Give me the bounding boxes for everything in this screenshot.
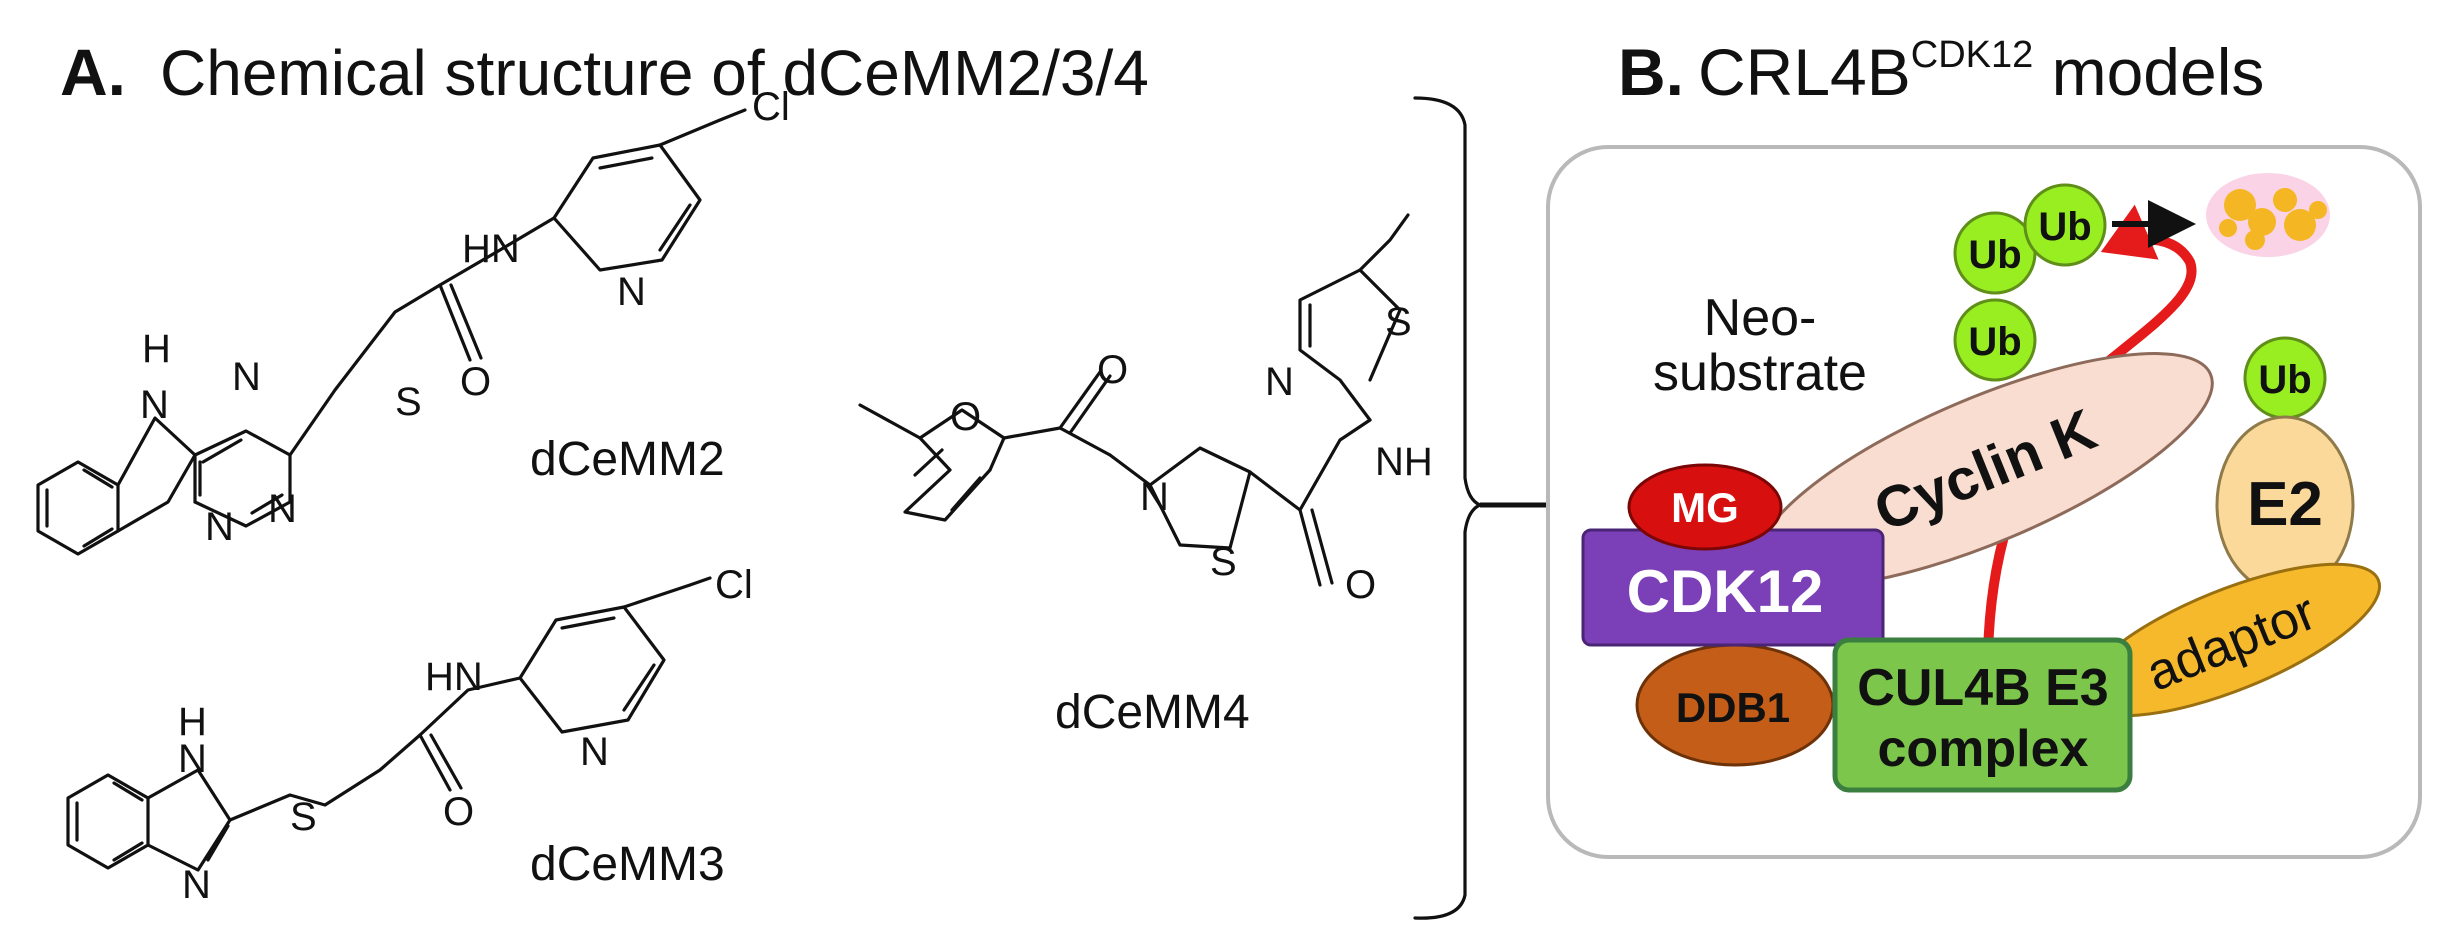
neo-substrate-line1: Neo- — [1704, 289, 1817, 347]
atom-n-7: N — [182, 863, 211, 907]
atom-hn-1: HN — [462, 227, 520, 271]
atom-nh-3: NH — [1375, 440, 1433, 484]
label-dcemm2: dCeMM2 — [530, 433, 725, 486]
panel-a: A. Chemical structure of dCeMM2/3/4 H N … — [36, 35, 1653, 920]
mg-label: MG — [1671, 484, 1739, 531]
ub-label-1: Ub — [1968, 233, 2021, 277]
panel-b-title-tail: models — [2033, 35, 2264, 109]
atom-cl-1: Cl — [752, 85, 790, 129]
structure-dcemm4: O O N S O NH N S dCeMM4 — [858, 213, 1433, 739]
atom-n-3: N — [268, 487, 297, 531]
atom-n-5: N — [617, 270, 646, 314]
atom-h-2: H — [178, 700, 207, 744]
atom-o-3: O — [950, 395, 981, 439]
structure-dcemm2: H N N N N S O HN N Cl dCeMM2 — [36, 85, 790, 556]
atom-o-1: O — [460, 360, 491, 404]
atom-n-2: N — [232, 355, 261, 399]
atom-n-10: N — [1265, 360, 1294, 404]
ub-label-4: Ub — [2258, 358, 2311, 402]
panel-b: B.CRL4BCDK12 models Cyclin K Neo- substr… — [1546, 34, 2422, 859]
atom-hn-2: HN — [425, 655, 483, 699]
atom-s-1: S — [395, 380, 422, 424]
cul4b-label-line2: complex — [1878, 720, 2089, 778]
atom-o-2: O — [443, 790, 474, 834]
panel-b-label: B. — [1618, 35, 1684, 109]
panel-b-title: B.CRL4BCDK12 models — [1618, 34, 2264, 109]
ub-bubble-3 — [1953, 298, 2037, 382]
structure-dcemm3: H N N S O HN N Cl dCeMM3 — [66, 563, 753, 907]
atom-s-3: S — [1210, 540, 1237, 584]
atom-s-4: S — [1385, 300, 1412, 344]
ub-label-2: Ub — [2038, 205, 2091, 249]
label-dcemm4: dCeMM4 — [1055, 686, 1250, 739]
ub-bubble-2 — [2023, 183, 2107, 267]
cul4b-e3-complex: CUL4B E3 complex — [1832, 637, 2133, 793]
atom-s-2: S — [290, 795, 317, 839]
panel-b-title-sup: CDK12 — [1911, 34, 2034, 76]
atom-n-1: N — [140, 383, 169, 427]
atom-n-4: N — [205, 505, 234, 549]
atom-n-8: N — [580, 730, 609, 774]
label-dcemm3: dCeMM3 — [530, 838, 725, 891]
atom-o-5: O — [1345, 563, 1376, 607]
ddb1-label: DDB1 — [1676, 684, 1790, 731]
cdk12-label: CDK12 — [1627, 558, 1824, 625]
e2-label: E2 — [2247, 470, 2323, 539]
cdk12: CDK12 — [1581, 528, 1885, 647]
ub-chain: Ub Ub Ub Ub — [1953, 183, 2327, 420]
degraded-fragments — [2206, 173, 2330, 257]
atom-n-9: N — [1140, 475, 1169, 519]
ddb1: DDB1 — [1635, 643, 1835, 767]
cul4b-label-line1: CUL4B E3 — [1857, 659, 2108, 717]
panel-b-title-main: CRL4B — [1698, 35, 1911, 109]
bracket — [1413, 96, 1482, 920]
atom-nh-1: H — [142, 327, 171, 371]
panel-a-label: A. — [60, 35, 126, 109]
neo-substrate-line2: substrate — [1653, 344, 1867, 402]
mg: MG — [1627, 463, 1783, 551]
ub-label-3: Ub — [1968, 320, 2021, 364]
e2: E2 — [2215, 415, 2355, 595]
atom-cl-2: Cl — [715, 563, 753, 607]
atom-n-6: N — [178, 737, 207, 781]
atom-o-4: O — [1097, 348, 1128, 392]
panel-a-title: Chemical structure of dCeMM2/3/4 — [160, 37, 1149, 109]
